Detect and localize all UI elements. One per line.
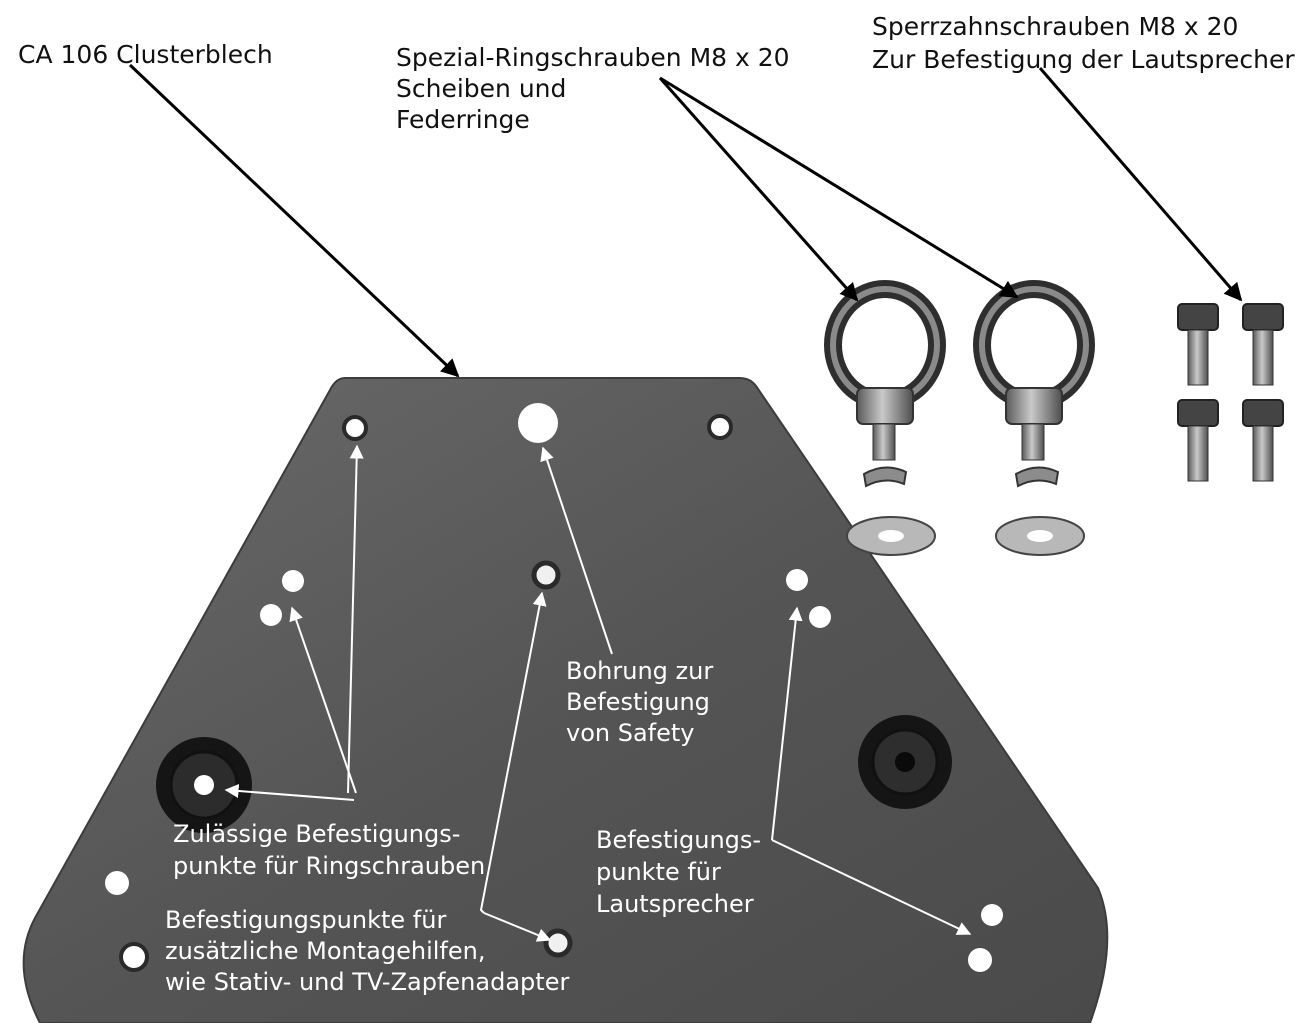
label-cluster-sheet: CA 106 Clusterblech: [18, 40, 273, 69]
screw-4: [1242, 399, 1284, 482]
label-ringbolt-points: Zulässige Befestigungs- punkte für Rings…: [173, 820, 486, 880]
black-arrows: [128, 63, 1243, 378]
label-locking-screws: Sperrzahnschrauben M8 x 20 Zur Befestigu…: [872, 12, 1295, 74]
bottom-left-hole-lower: [119, 942, 149, 972]
ring-nut-left: [156, 737, 252, 833]
arrow-ringbolt-top: [347, 444, 364, 794]
locking-screws: [1177, 303, 1284, 482]
screw-2: [1242, 303, 1284, 386]
screw-1: [1177, 303, 1219, 386]
eyebolt-left: [824, 280, 946, 556]
bottom-left-hole-upper: [105, 871, 129, 895]
arrow-cluster-sheet: [128, 63, 460, 378]
safety-hole: [518, 403, 558, 443]
arrow-eyebolt-right: [659, 76, 1019, 299]
top-right-hole: [707, 414, 733, 440]
ring-nut-right: [858, 715, 952, 809]
speaker-hole-right-lower: [809, 606, 831, 628]
plate-holes: [105, 403, 1003, 972]
arrow-locking-screws: [1038, 67, 1243, 302]
label-mount-points: Befestigungspunkte für zusätzliche Monta…: [165, 906, 570, 996]
arrow-ringbolt-side: [289, 606, 357, 794]
mount-hole-center: [531, 560, 561, 590]
arrow-mount-top: [479, 591, 547, 914]
label-speaker-points: Befestigungs- punkte für Lautsprecher: [596, 826, 762, 918]
arrow-mount-bottom: [483, 912, 552, 942]
arrow-safety: [540, 446, 613, 655]
arrow-ringbolt-nut: [224, 784, 355, 801]
ringbolt-hole-left-upper: [282, 570, 304, 592]
label-eyebolts: Spezial-Ringschrauben M8 x 20 Scheiben u…: [396, 43, 790, 134]
ringbolt-hole-left-lower: [260, 604, 282, 626]
white-arrows: [224, 444, 972, 942]
screw-3: [1177, 399, 1219, 482]
speaker-hole-bottom-upper: [981, 904, 1003, 926]
arrow-eyebolt-left: [658, 77, 859, 302]
speaker-hole-right-upper: [786, 569, 808, 591]
speaker-hole-bottom-lower: [968, 948, 992, 972]
arrow-speaker-top: [771, 606, 803, 841]
top-left-hole: [342, 415, 368, 441]
label-safety-hole: Bohrung zur Befestigung von Safety: [566, 657, 714, 747]
eyebolt-right: [973, 280, 1095, 556]
mount-hole-bottom: [543, 928, 573, 958]
arrow-speaker-bottom: [771, 839, 972, 935]
